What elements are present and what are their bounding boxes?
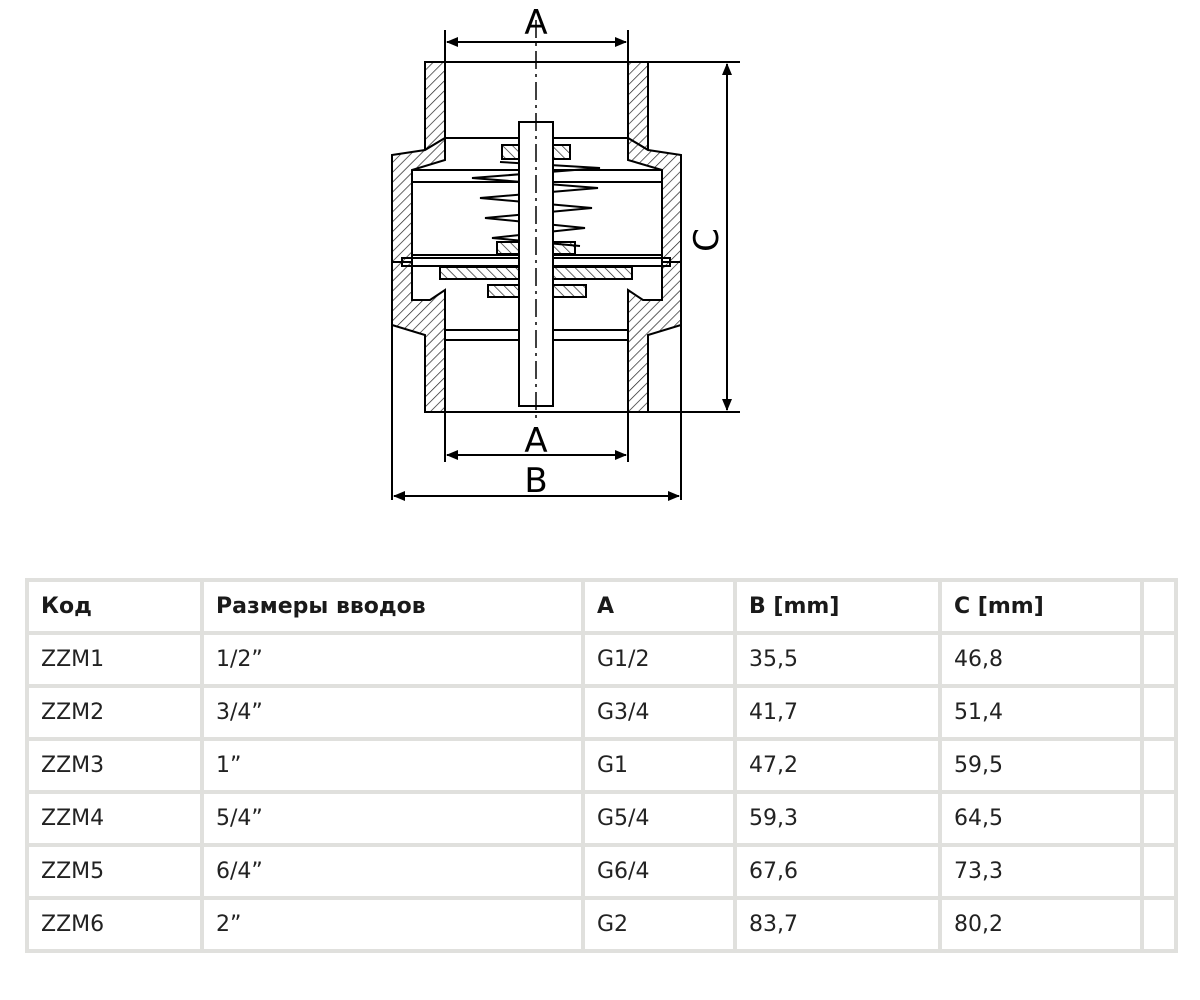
table-row: ZZM6 2” G2 83,7 80,2 (29, 900, 1174, 949)
check-valve-diagram: A A B C (391, 3, 740, 501)
cell-size: 2” (204, 900, 581, 949)
cell-c: 51,4 (942, 688, 1140, 737)
cell-code: ZZM3 (29, 741, 200, 790)
cell-code: ZZM2 (29, 688, 200, 737)
cell-extra (1144, 847, 1174, 896)
table-row: ZZM2 3/4” G3/4 41,7 51,4 (29, 688, 1174, 737)
cell-code: ZZM1 (29, 635, 200, 684)
cell-b: 47,2 (737, 741, 938, 790)
header-code: Код (29, 582, 200, 631)
dim-c-label: C (687, 228, 727, 252)
cell-size: 3/4” (204, 688, 581, 737)
table-row: ZZM1 1/2” G1/2 35,5 46,8 (29, 635, 1174, 684)
table-row: ZZM4 5/4” G5/4 59,3 64,5 (29, 794, 1174, 843)
cell-a: G2 (585, 900, 733, 949)
cell-size: 6/4” (204, 847, 581, 896)
header-extra (1144, 582, 1174, 631)
table-row: ZZM3 1” G1 47,2 59,5 (29, 741, 1174, 790)
cell-size: 1” (204, 741, 581, 790)
header-c: C [mm] (942, 582, 1140, 631)
header-a: A (585, 582, 733, 631)
valve-internals (401, 20, 671, 420)
cell-code: ZZM4 (29, 794, 200, 843)
cell-b: 41,7 (737, 688, 938, 737)
cell-size: 1/2” (204, 635, 581, 684)
cell-a: G6/4 (585, 847, 733, 896)
valve-body (391, 61, 682, 413)
dim-b-label: B (524, 461, 547, 501)
cell-c: 80,2 (942, 900, 1140, 949)
table-header-row: Код Размеры вводов A B [mm] C [mm] (29, 582, 1174, 631)
dimension-lines (391, 30, 740, 501)
cell-b: 59,3 (737, 794, 938, 843)
cell-b: 67,6 (737, 847, 938, 896)
spec-table: Код Размеры вводов A B [mm] C [mm] ZZM1 … (25, 578, 1178, 953)
cell-a: G1 (585, 741, 733, 790)
cell-b: 83,7 (737, 900, 938, 949)
cell-a: G5/4 (585, 794, 733, 843)
cell-c: 46,8 (942, 635, 1140, 684)
cell-c: 59,5 (942, 741, 1140, 790)
cell-extra (1144, 794, 1174, 843)
cell-extra (1144, 688, 1174, 737)
cell-code: ZZM6 (29, 900, 200, 949)
dim-a-top-label: A (524, 3, 547, 43)
cell-c: 73,3 (942, 847, 1140, 896)
cell-extra (1144, 741, 1174, 790)
cell-a: G1/2 (585, 635, 733, 684)
cell-extra (1144, 900, 1174, 949)
cell-a: G3/4 (585, 688, 733, 737)
cell-code: ZZM5 (29, 847, 200, 896)
dim-a-bottom-label: A (524, 421, 547, 461)
cell-b: 35,5 (737, 635, 938, 684)
cell-extra (1144, 635, 1174, 684)
table-row: ZZM5 6/4” G6/4 67,6 73,3 (29, 847, 1174, 896)
header-sizes: Размеры вводов (204, 582, 581, 631)
header-b: B [mm] (737, 582, 938, 631)
cell-size: 5/4” (204, 794, 581, 843)
cell-c: 64,5 (942, 794, 1140, 843)
